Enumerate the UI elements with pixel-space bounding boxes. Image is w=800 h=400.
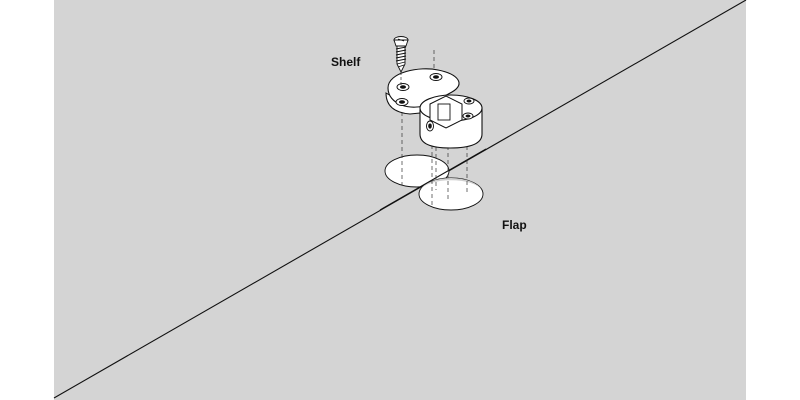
flap-label: Flap <box>502 218 527 232</box>
screw-hole <box>395 98 409 106</box>
screw-hole <box>396 83 410 91</box>
hinge-cup-icon <box>419 94 483 149</box>
shelf-label: Shelf <box>331 55 361 69</box>
screw-icon <box>393 36 409 74</box>
joint-line-overlay <box>379 148 487 211</box>
screw-hole <box>429 73 443 81</box>
drill-hole-flap <box>418 177 484 211</box>
